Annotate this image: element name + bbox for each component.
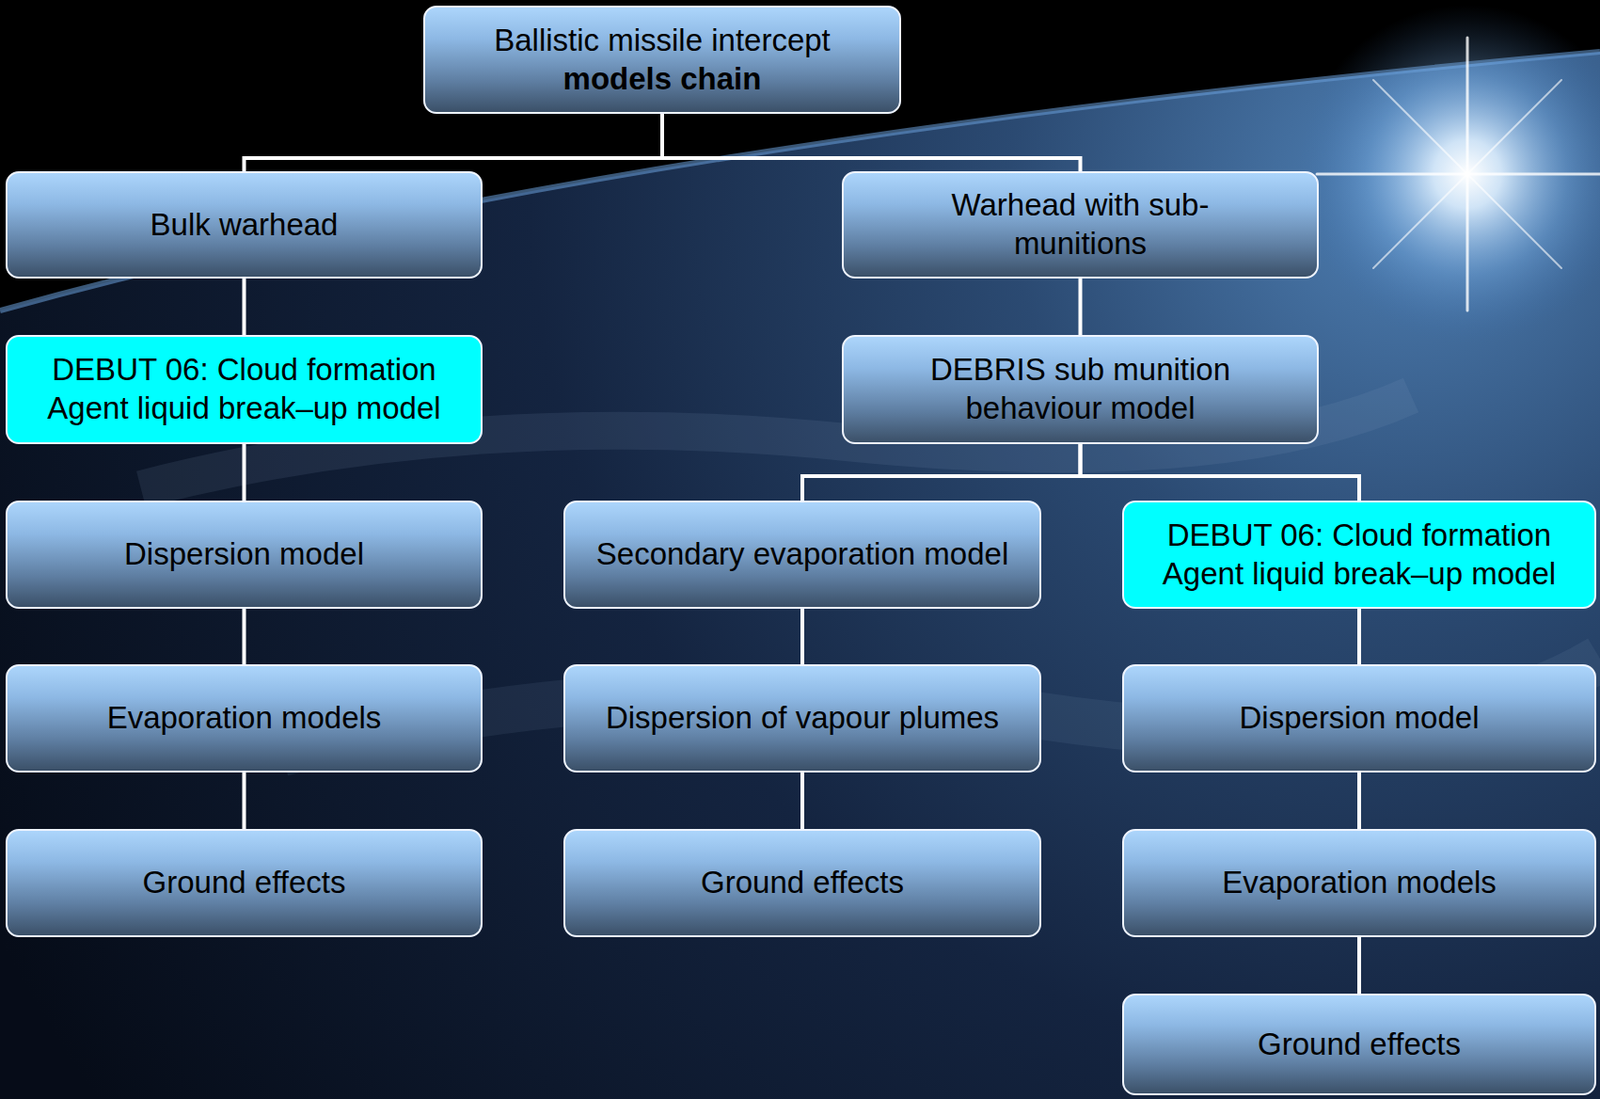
box-label: Bulk warhead [150, 205, 339, 245]
box-label: Evaporation models [1221, 863, 1497, 903]
process-box: Bulk warhead [5, 171, 483, 279]
connector-line [802, 443, 1081, 501]
process-box: Evaporation models [1122, 828, 1597, 937]
connector-line [244, 113, 664, 172]
box-subheading: models chain [563, 60, 762, 99]
process-box: Ground effects [1122, 993, 1597, 1095]
box-label: Ground effects [700, 863, 904, 903]
connector-line [242, 608, 247, 665]
box-label: DEBUT 06: Cloud formation Agent liquid b… [13, 350, 476, 428]
process-box: Dispersion of vapour plumes [563, 664, 1042, 773]
sun-glow [1298, 4, 1600, 344]
highlight-box: DEBUT 06: Cloud formation Agent liquid b… [5, 334, 483, 444]
connector-line [242, 443, 247, 501]
box-label: Ground effects [142, 863, 347, 903]
process-box: Secondary evaporation model [563, 500, 1042, 609]
sun-flare [1316, 37, 1600, 311]
connector-line [1357, 936, 1362, 994]
highlight-box: DEBUT 06: Cloud formation Agent liquid b… [1122, 500, 1597, 609]
process-box: Warhead with sub-munitions [841, 171, 1319, 279]
box-label: Dispersion model [1239, 698, 1480, 738]
box-label: Evaporation models [107, 698, 382, 738]
connector-line [800, 608, 805, 665]
box-label: Ballistic missile intercept [493, 21, 831, 61]
box-label: DEBRIS sub munition behaviour model [902, 350, 1260, 428]
process-box: Evaporation models [5, 664, 483, 773]
process-box: Ground effects [5, 828, 483, 937]
process-box: Ground effects [563, 828, 1042, 937]
connector-line [242, 278, 247, 335]
connector-line [1080, 443, 1361, 501]
process-box: Dispersion model [1122, 664, 1597, 773]
box-label: DEBUT 06: Cloud formation Agent liquid b… [1129, 516, 1589, 594]
box-label: Dispersion of vapour plumes [605, 698, 999, 738]
connector-line [1357, 608, 1362, 665]
process-box: Dispersion model [5, 500, 483, 609]
box-label: Ground effects [1257, 1025, 1461, 1064]
box-label: Dispersion model [124, 535, 365, 574]
box-label: Secondary evaporation model [596, 535, 1009, 574]
connector-line [662, 113, 1081, 172]
box-label: Warhead with sub-munitions [939, 186, 1222, 264]
process-box: Ballistic missile interceptmodels chain [423, 5, 902, 114]
connector-line [1357, 772, 1362, 829]
connector-line [242, 772, 247, 829]
connector-line [1078, 278, 1083, 335]
process-box: DEBRIS sub munition behaviour model [841, 334, 1319, 444]
connector-line [800, 772, 805, 829]
